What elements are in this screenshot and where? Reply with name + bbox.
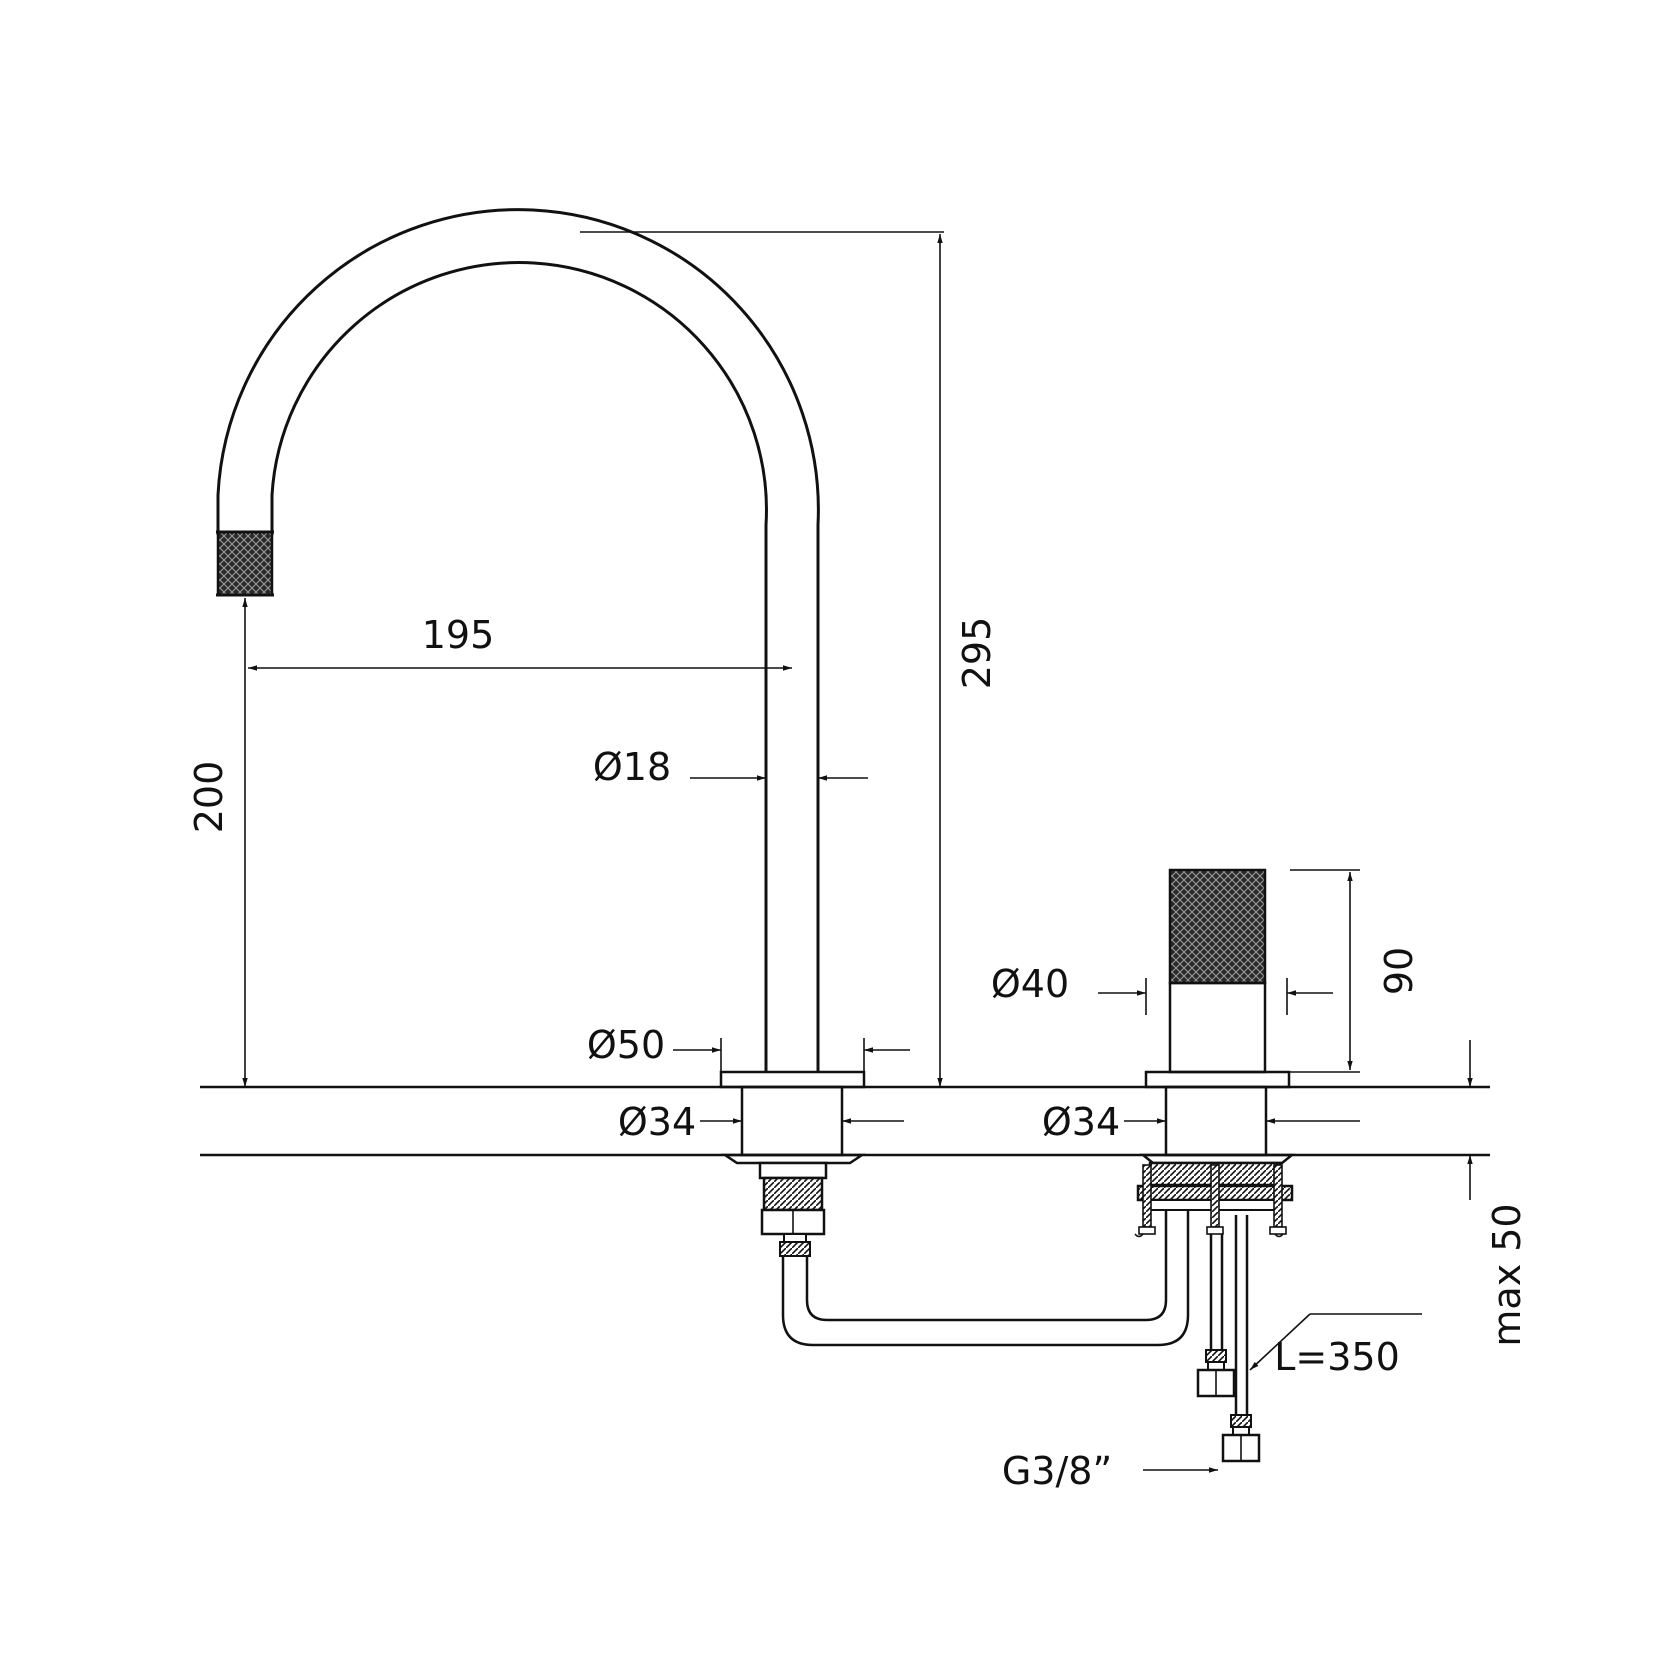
spout-height-label: 200 [187, 761, 231, 834]
dim-hose-length: L=350 [1249, 1313, 1422, 1379]
dim-reach: 195 [248, 613, 792, 671]
dim-handle-hole: Ø34 [1042, 1100, 1360, 1144]
handle [1144, 868, 1291, 1157]
dim-handle-height: 90 [1290, 869, 1421, 1073]
tube-diameter-label: Ø18 [593, 745, 671, 789]
dim-connection-thread: G3/8” [1002, 1449, 1218, 1493]
total-height-label: 295 [955, 617, 999, 690]
handle-fixing [1134, 1153, 1296, 1238]
spout-hole-label: Ø34 [618, 1100, 696, 1144]
hose-length-label: L=350 [1274, 1335, 1400, 1379]
supply-hoses [1196, 1215, 1261, 1463]
dim-total-height: 295 [580, 231, 999, 1087]
handle-height-label: 90 [1377, 947, 1421, 995]
connecting-hose [781, 1205, 1190, 1347]
dim-spout-hole: Ø34 [618, 1100, 904, 1144]
dim-deck-thickness: max 50 [1467, 1040, 1529, 1347]
dim-tube-diameter: Ø18 [593, 745, 868, 789]
handle-shank [1164, 1085, 1268, 1157]
connection-thread-label: G3/8” [1002, 1449, 1112, 1493]
base-diameter-label: Ø50 [587, 1023, 665, 1067]
dim-spout-height: 200 [187, 598, 248, 1087]
spout-fixing [720, 1153, 867, 1257]
deck-thickness-label: max 50 [1485, 1203, 1529, 1346]
spout [216, 208, 866, 1157]
handle-hole-label: Ø34 [1042, 1100, 1120, 1144]
aerator-knurled [216, 530, 274, 597]
reach-label: 195 [422, 613, 495, 657]
dim-handle-diameter: Ø40 [991, 962, 1333, 1015]
handle-diameter-label: Ø40 [991, 962, 1069, 1006]
dim-base-diameter: Ø50 [587, 1023, 910, 1072]
spout-base-flange [719, 1070, 866, 1089]
spout-shank [740, 1085, 844, 1157]
handle-knurled [1168, 868, 1267, 985]
handle-base-flange [1144, 1070, 1291, 1089]
